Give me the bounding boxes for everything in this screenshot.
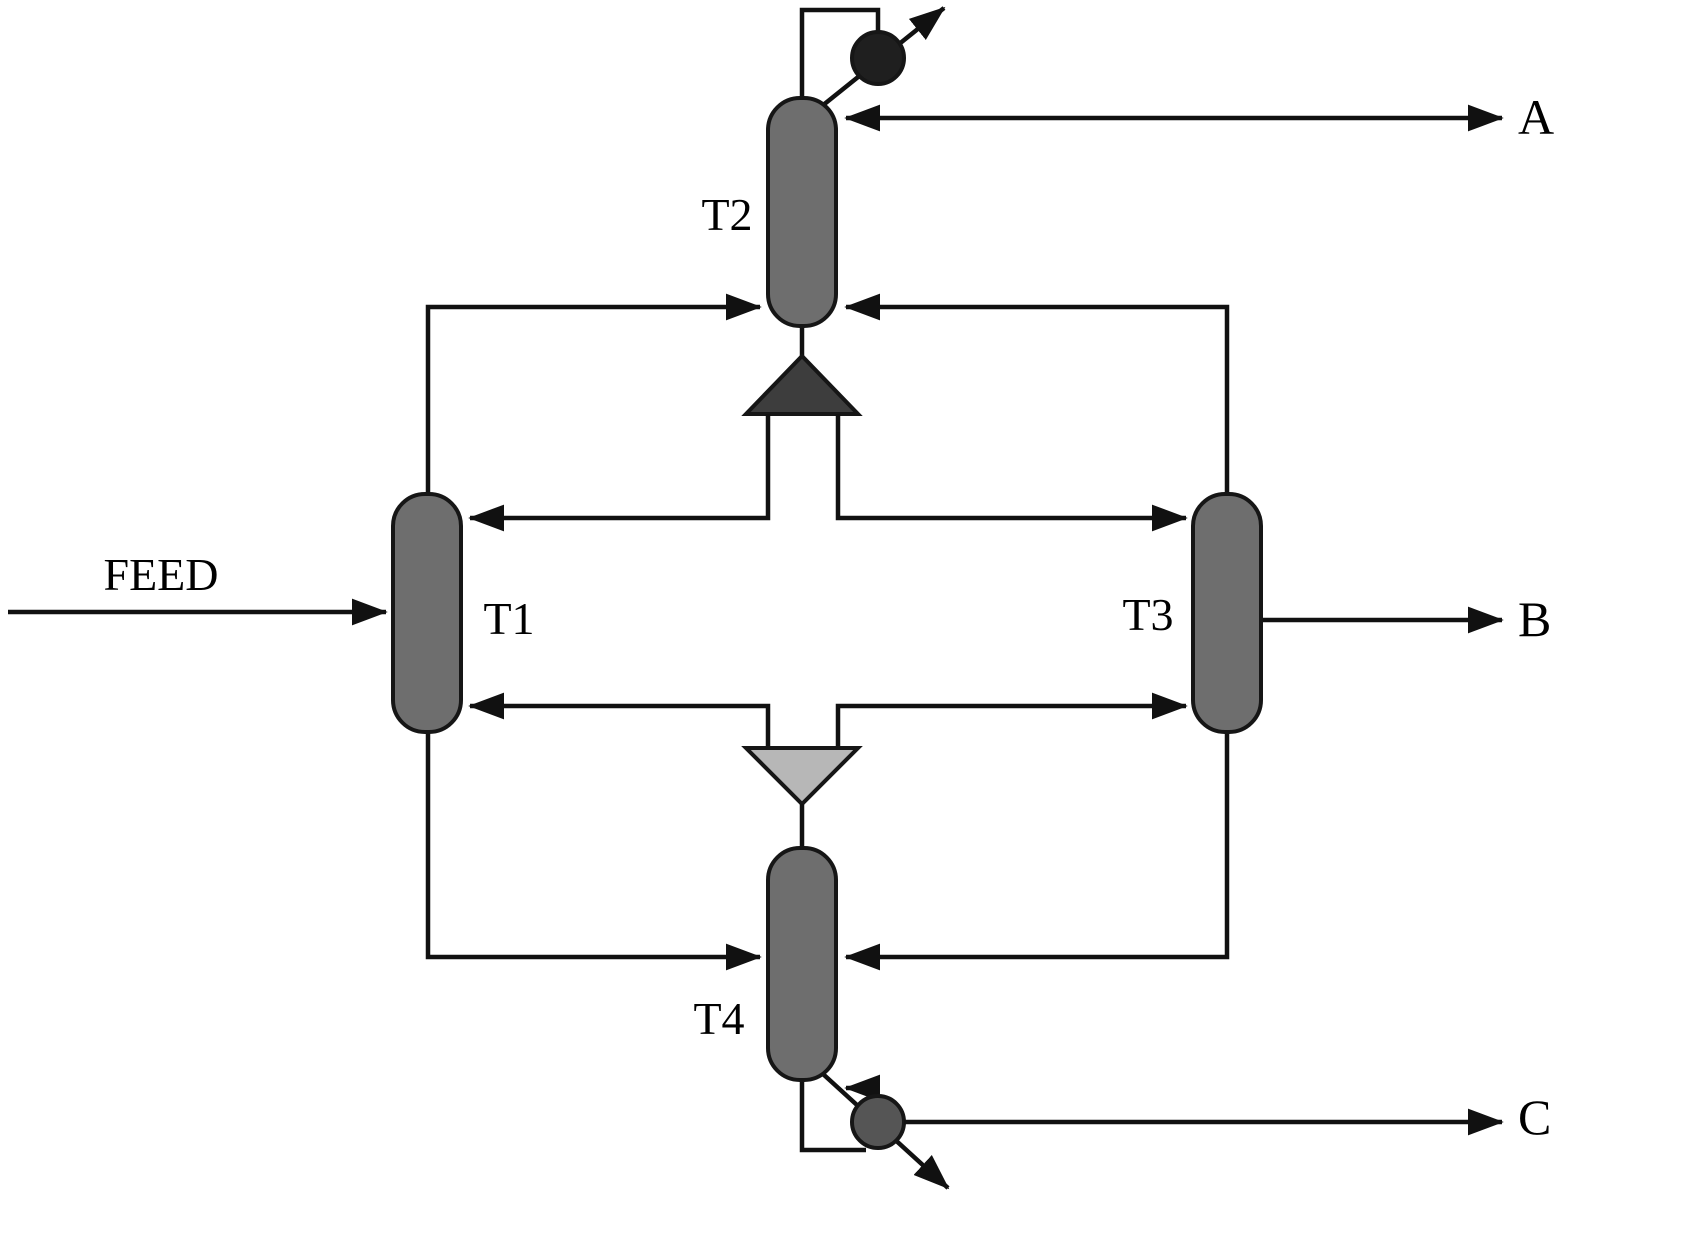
column-t3 bbox=[1191, 492, 1263, 734]
t1-bottom-to-t4-line bbox=[425, 732, 762, 971]
up-arrowhead-triangle bbox=[741, 353, 863, 416]
middle-to-t1-bottom-line bbox=[468, 692, 771, 748]
column-t3-label: T3 bbox=[1122, 589, 1173, 640]
block-arrow-left-branch-line bbox=[468, 414, 771, 532]
product-b-label: B bbox=[1518, 591, 1551, 647]
column-t4 bbox=[766, 846, 838, 1082]
down-funnel-triangle bbox=[741, 746, 863, 807]
product-c-label: C bbox=[1518, 1089, 1551, 1145]
column-t4-label: T4 bbox=[693, 993, 744, 1044]
column-t1-label: T1 bbox=[483, 593, 534, 644]
condenser-icon bbox=[850, 30, 906, 86]
column-t2-label: T2 bbox=[701, 189, 752, 240]
column-t2 bbox=[766, 96, 838, 328]
reboiler-loop-line bbox=[799, 1080, 866, 1153]
column-t1 bbox=[391, 492, 463, 734]
t3-top-to-t2-line bbox=[844, 293, 1230, 496]
t1-top-to-t2-line bbox=[425, 293, 762, 496]
block-arrow-right-branch-line bbox=[835, 414, 1188, 532]
condenser-loop-line bbox=[799, 7, 881, 98]
middle-to-t3-bottom-line bbox=[835, 692, 1188, 748]
feed-label: FEED bbox=[104, 549, 219, 600]
product-a-label: A bbox=[1518, 89, 1554, 145]
t3-bottom-to-t4-line bbox=[844, 732, 1230, 971]
reboiler-icon bbox=[850, 1094, 906, 1150]
